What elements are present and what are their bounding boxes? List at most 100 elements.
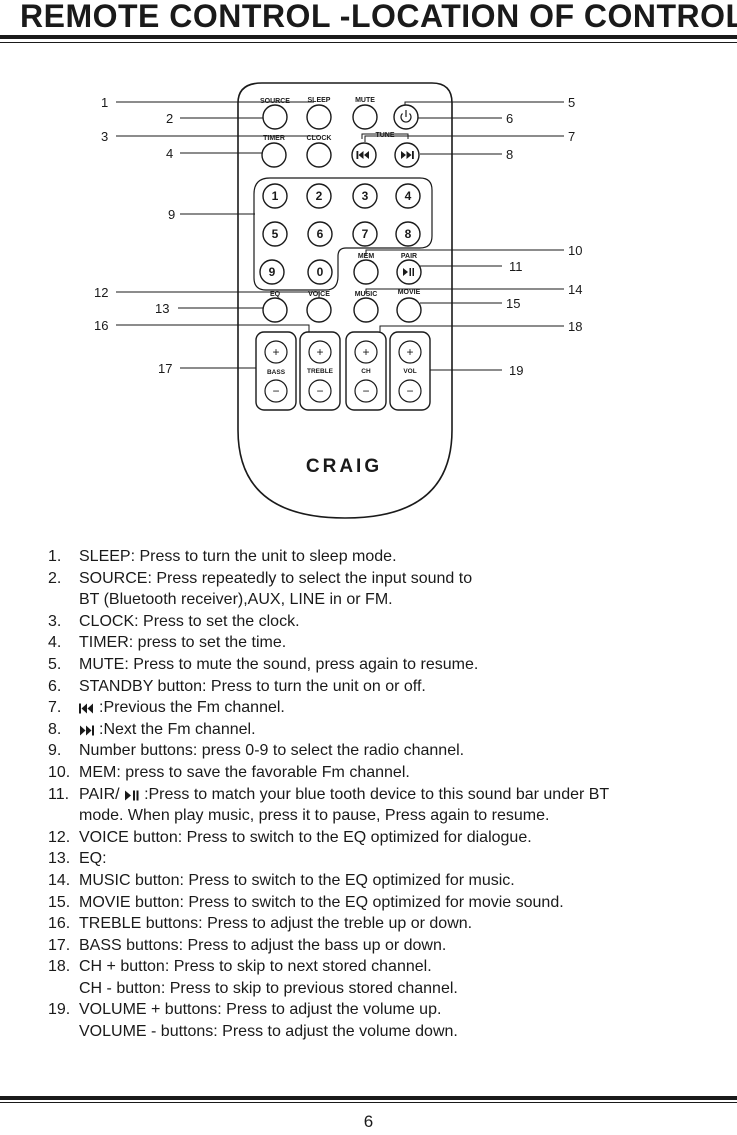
description-number: 14.: [48, 871, 71, 889]
description-continuation: mode. When play music, press it to pause…: [79, 805, 728, 827]
bottom-rule: [0, 1096, 737, 1100]
description-text: PAIR/ :Press to match your blue tooth de…: [79, 784, 728, 806]
play-pause-icon: [125, 790, 139, 801]
callout-6: 6: [506, 111, 513, 126]
description-prefix: PAIR/: [79, 785, 120, 803]
number-1-button[interactable]: [262, 183, 288, 209]
description-body: MUTE: Press to mute the sound, press aga…: [79, 655, 479, 673]
treble-rocker[interactable]: [299, 331, 341, 411]
voice-label: VOICE: [308, 291, 330, 298]
movie-button[interactable]: [396, 297, 422, 323]
description-body: :Next the Fm channel.: [99, 720, 256, 738]
description-item: 11.PAIR/ :Press to match your blue tooth…: [48, 784, 728, 827]
number-2-button[interactable]: [306, 183, 332, 209]
bass-plus-label: +: [272, 345, 279, 359]
mem-label: MEM: [358, 253, 375, 260]
description-item: 9.Number buttons: press 0-9 to select th…: [48, 740, 728, 762]
number-6-button[interactable]: [307, 221, 333, 247]
description-item: 19.VOLUME + buttons: Press to adjust the…: [48, 999, 728, 1042]
treble-minus-label: −: [316, 384, 323, 398]
description-text: MOVIE button: Press to switch to the EQ …: [79, 892, 728, 914]
number-5-button[interactable]: [262, 221, 288, 247]
callout-5: 5: [568, 95, 575, 110]
callout-1: 1: [101, 95, 108, 110]
description-body: BASS buttons: Press to adjust the bass u…: [79, 936, 447, 954]
callout-4: 4: [166, 146, 173, 161]
description-number: 8.: [48, 720, 62, 738]
number-5-label: 5: [272, 227, 279, 241]
description-item: 4.TIMER: press to set the time.: [48, 632, 728, 654]
description-body: :Previous the Fm channel.: [99, 699, 285, 717]
ch-rocker[interactable]: [345, 331, 387, 411]
callout-numbers: 1 2 3 4 9 12 13 16 17 5 6 7 8 10 11 14 1…: [94, 95, 582, 378]
description-item: 13.EQ:: [48, 848, 728, 870]
description-text: Number buttons: press 0-9 to select the …: [79, 740, 728, 762]
description-body: TIMER: press to set the time.: [79, 634, 287, 652]
number-9-button[interactable]: [259, 259, 285, 285]
music-label: MUSIC: [355, 291, 378, 298]
description-text: CLOCK: Press to set the clock.: [79, 611, 728, 633]
mute-button[interactable]: [352, 104, 378, 130]
callout-lines: [116, 101, 564, 376]
page-title: REMOTE CONTROL -LOCATION OF CONTROLS: [20, 0, 737, 34]
callout-7: 7: [568, 129, 575, 144]
sleep-button[interactable]: [306, 104, 332, 130]
description-body: CLOCK: Press to set the clock.: [79, 612, 300, 630]
description-body: TREBLE buttons: Press to adjust the treb…: [79, 915, 473, 933]
description-item: 2. SOURCE: Press repeatedly to select the…: [48, 568, 728, 611]
description-text: TIMER: press to set the time.: [79, 632, 728, 654]
description-body: VOLUME + buttons: Press to adjust the vo…: [79, 1001, 442, 1019]
callout-10: 10: [568, 243, 582, 258]
description-text: VOLUME + buttons: Press to adjust the vo…: [79, 999, 728, 1021]
vol-plus-label: +: [406, 345, 413, 359]
description-item: 18.CH + button: Press to skip to next st…: [48, 956, 728, 999]
number-3-label: 3: [362, 189, 369, 203]
description-number: 17.: [48, 936, 71, 954]
description-item: 16. TREBLE buttons: Press to adjust the t…: [48, 913, 728, 935]
description-number: 2.: [48, 569, 62, 587]
number-4-label: 4: [405, 189, 412, 203]
number-8-label: 8: [405, 227, 412, 241]
description-continuation: CH - button: Press to skip to previous s…: [79, 978, 728, 1000]
pair-label: PAIR: [401, 253, 417, 260]
description-number: 3.: [48, 612, 62, 630]
voice-button[interactable]: [306, 297, 332, 323]
description-body: MEM: press to save the favorable Fm chan…: [79, 763, 410, 781]
callout-11: 11: [509, 259, 523, 274]
music-button[interactable]: [353, 297, 379, 323]
vol-rocker[interactable]: [389, 331, 431, 411]
clock-button[interactable]: [306, 142, 332, 168]
play-pause-icon: [403, 268, 414, 276]
description-number: 12.: [48, 828, 71, 846]
description-body-continued: mode. When play music, press it to pause…: [79, 807, 550, 825]
description-text: TREBLE buttons: Press to adjust the treb…: [79, 913, 728, 935]
callout-8: 8: [506, 147, 513, 162]
number-3-button[interactable]: [352, 183, 378, 209]
timer-button[interactable]: [261, 142, 287, 168]
description-item: 10.MEM: press to save the favorable Fm c…: [48, 762, 728, 784]
bass-rocker[interactable]: [255, 331, 297, 411]
number-4-button[interactable]: [395, 183, 421, 209]
ch-label: CH: [361, 368, 371, 375]
description-body-continued: VOLUME - buttons: Press to adjust the vo…: [79, 1023, 458, 1041]
movie-label: MOVIE: [398, 289, 421, 296]
callout-9: 9: [168, 207, 175, 222]
remote-control-diagram: 1 2 3 4 9 12 13 16 17 5 6 7 8 10 11 14 1…: [94, 82, 582, 519]
description-number: 16.: [48, 915, 71, 933]
source-button[interactable]: [262, 104, 288, 130]
description-number: 1.: [48, 548, 62, 565]
description-text: CH + button: Press to skip to next store…: [79, 956, 728, 978]
mem-button[interactable]: [353, 259, 379, 285]
description-body: Number buttons: press 0-9 to select the …: [79, 742, 465, 760]
number-7-button[interactable]: [352, 221, 378, 247]
mute-label: MUTE: [355, 97, 375, 104]
number-8-button[interactable]: [395, 221, 421, 247]
description-item: 3. CLOCK: Press to set the clock.: [48, 611, 728, 633]
number-0-button[interactable]: [307, 259, 333, 285]
eq-button[interactable]: [262, 297, 288, 323]
description-number: 6.: [48, 677, 62, 695]
description-body: SOURCE: Press repeatedly to select the i…: [79, 569, 473, 587]
pair-button[interactable]: [396, 259, 422, 285]
description-item: 7. :Previous the Fm channel.: [48, 697, 728, 719]
callout-12: 12: [94, 285, 108, 300]
